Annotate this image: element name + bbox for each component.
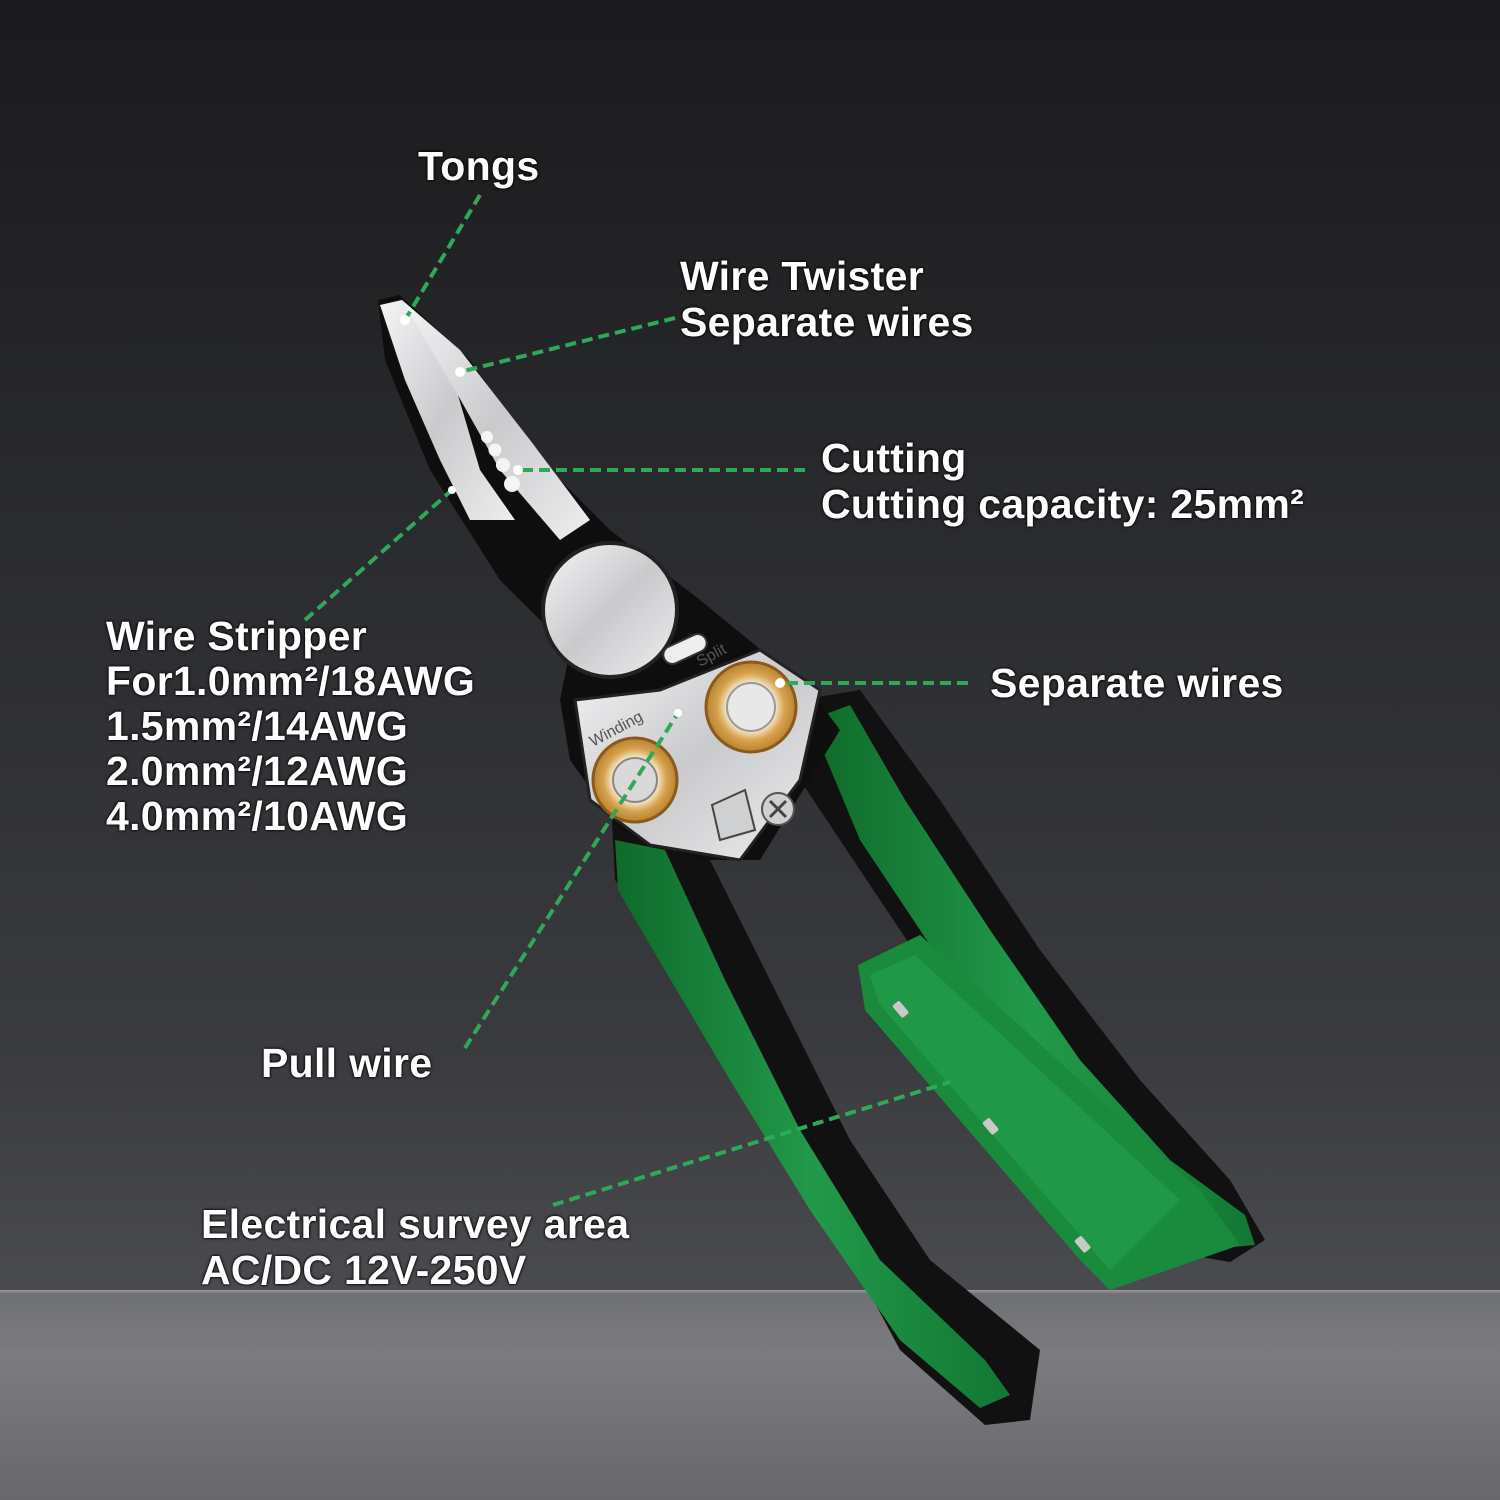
label-tongs: Tongs: [418, 143, 539, 189]
label-wire-stripper-size-4: 4.0mm²/10AWG: [106, 793, 409, 839]
left-handle: [612, 820, 1040, 1425]
label-wire-stripper-title: Wire Stripper: [106, 613, 367, 659]
label-pull-wire: Pull wire: [261, 1040, 432, 1086]
label-electrical-survey: Electrical survey area AC/DC 12V-250V: [201, 1201, 629, 1293]
label-wire-twister-detail: Separate wires: [680, 299, 974, 345]
label-wire-stripper: Wire Stripper For1.0mm²/18AWG 1.5mm²/14A…: [106, 614, 475, 839]
label-cutting-title: Cutting: [821, 435, 967, 481]
label-wire-stripper-size-1: For1.0mm²/18AWG: [106, 658, 476, 704]
label-wire-stripper-size-2: 1.5mm²/14AWG: [106, 703, 409, 749]
leader-tongs: [403, 193, 482, 322]
floor-surface: [0, 1290, 1500, 1500]
label-cutting-detail: Cutting capacity: 25mm²: [821, 481, 1305, 527]
label-separate-wires: Separate wires: [990, 660, 1284, 706]
label-separate-wires-text: Separate wires: [990, 660, 1284, 706]
leader-dots: [400, 315, 785, 717]
pliers-head: Split Winding: [378, 295, 840, 862]
leader-wire-twister: [459, 316, 676, 374]
leader-wire-stripper: [303, 488, 454, 622]
label-wire-twister: Wire Twister Separate wires: [680, 253, 974, 345]
label-tongs-text: Tongs: [418, 143, 540, 189]
label-wire-stripper-size-3: 2.0mm²/12AWG: [106, 748, 409, 794]
leader-pull-wire: [463, 711, 680, 1050]
right-handle: [800, 690, 1265, 1290]
label-pull-wire-text: Pull wire: [261, 1040, 433, 1086]
label-electrical-survey-detail: AC/DC 12V-250V: [201, 1247, 527, 1293]
label-wire-twister-title: Wire Twister: [680, 253, 924, 299]
leader-lines: [303, 193, 968, 1207]
label-cutting: Cutting Cutting capacity: 25mm²: [821, 435, 1304, 527]
label-electrical-survey-title: Electrical survey area: [201, 1201, 630, 1247]
leader-electrical-survey: [552, 1080, 951, 1207]
